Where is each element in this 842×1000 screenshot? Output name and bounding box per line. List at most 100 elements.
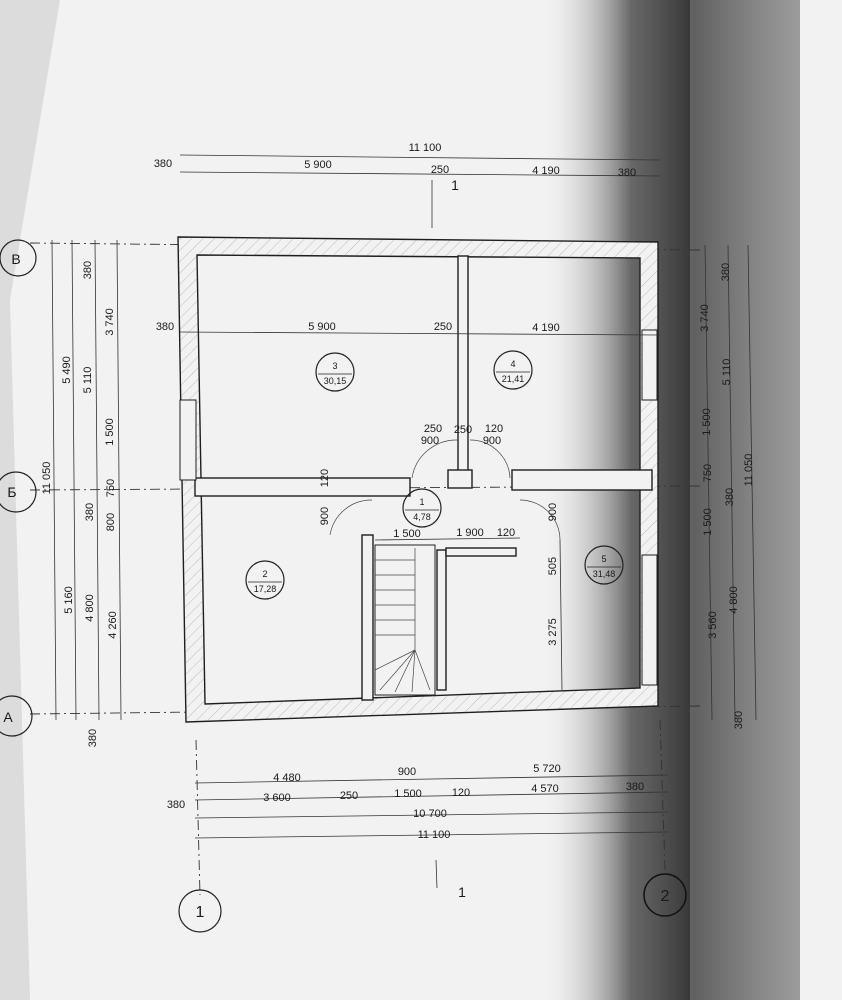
- dim-top-overall: 11 100: [409, 142, 442, 154]
- dim-bottom-right-block: 5 720: [533, 763, 561, 775]
- room-area-3: 30,15: [324, 376, 347, 386]
- dim-right-mid: 1 500: [701, 408, 713, 436]
- top-dimensions: 11 100 380 5 900 250 4 190 380 1: [154, 142, 661, 228]
- dim-bottom-left-wall: 380: [167, 799, 185, 811]
- dim-left-c3-upper: 3 740: [104, 308, 116, 336]
- partition-right: [511, 469, 653, 491]
- axis-bubble-v: В: [0, 239, 37, 277]
- room-area-2: 17,28: [254, 584, 277, 594]
- dim-bottom-stair: 1 500: [394, 788, 422, 800]
- dim-stair-width: 1 500: [393, 528, 421, 540]
- svg-text:A: A: [3, 709, 13, 725]
- dim-left-c2-upper: 5 110: [82, 367, 94, 394]
- toner-band: [690, 0, 800, 1000]
- dim-left-c2-wall-top: 380: [82, 261, 94, 279]
- section-mark-bottom: 1: [458, 884, 466, 900]
- section-mark-top: 1: [451, 177, 459, 193]
- room-tag-3: 3 30,15: [315, 352, 355, 392]
- dim-wall-120: 120: [497, 527, 515, 539]
- room-tag-2: 2 17,28: [245, 560, 285, 600]
- dim-left-c2-wall-bottom: 380: [87, 729, 99, 747]
- dim-door-right: 900: [483, 435, 501, 447]
- window-right: [641, 554, 658, 686]
- dim-bottom-overall: 11 100: [418, 829, 451, 841]
- dim-door-left: 900: [421, 435, 439, 447]
- dim-left-c2-lower: 4 800: [84, 594, 96, 622]
- dim-bottom-partition: 250: [340, 790, 358, 802]
- room-number-1: 1: [419, 497, 424, 507]
- room-number-4: 4: [510, 359, 515, 369]
- dim-partition-mid: 250: [424, 423, 442, 435]
- room-tag-1: 1 4,78: [402, 488, 442, 528]
- dim-left-block-lower: 5 160: [63, 586, 75, 614]
- dim-right-upper: 3 740: [699, 304, 711, 332]
- dim-partition-mid-2: 250: [454, 424, 472, 436]
- dim-bottom-room5: 4 570: [531, 783, 559, 795]
- dim-right-wall-bottom: 380: [733, 711, 745, 729]
- dim-vertical-wall: 120: [319, 469, 331, 487]
- room-tags: 3 30,15 4 21,41 1 4,78 2 17,28 5 31,48: [245, 350, 624, 600]
- room-number-5: 5: [601, 554, 606, 564]
- dim-top-left-wall: 380: [154, 158, 172, 170]
- svg-text:2: 2: [661, 888, 670, 905]
- dim-inner-room3: 5 900: [308, 321, 336, 333]
- dim-top-partition: 250: [431, 164, 449, 176]
- room-number-2: 2: [262, 569, 267, 579]
- dim-door-lower-right: 900: [547, 503, 559, 521]
- dim-bottom-door: 900: [398, 766, 416, 778]
- window-right-upper: [641, 329, 658, 401]
- dim-left-c3-750: 750: [105, 479, 117, 497]
- dim-bottom-room2: 3 600: [263, 792, 291, 804]
- dim-inner-left-wall: 380: [156, 321, 174, 333]
- room-area-4: 21,41: [502, 374, 525, 384]
- staircase: [374, 544, 436, 696]
- dim-left-block-upper: 5 490: [61, 356, 73, 384]
- dim-right-wall-top: 380: [720, 263, 732, 281]
- dim-left-overall: 11 050: [41, 462, 53, 495]
- dim-bottom-inner-total: 10 700: [413, 808, 447, 820]
- dim-partition-small: 120: [485, 423, 503, 435]
- right-dimensions: 380 3 740 5 110 1 500 750 1 500 380 11 0…: [699, 244, 757, 729]
- room-tag-5: 5 31,48: [584, 545, 624, 585]
- dim-right-overall: 11 050: [743, 454, 755, 487]
- walls: [177, 236, 659, 723]
- axis-bubble-a: A: [0, 695, 33, 737]
- dim-right-wall-mid: 380: [724, 488, 736, 506]
- dim-right-block-upper: 5 110: [721, 359, 733, 386]
- dim-right-mid-750: 750: [702, 464, 714, 482]
- axis-bubbles: 1 2 A Б В: [0, 239, 687, 933]
- dim-inner-partition: 250: [434, 321, 452, 333]
- inner-dimensions: 380 5 900 250 4 190 250 250 120 900 900 …: [156, 321, 661, 691]
- doors: [329, 439, 561, 541]
- axis-bubble-1: 1: [178, 889, 222, 933]
- svg-text:В: В: [11, 251, 20, 267]
- room-area-5: 31,48: [593, 569, 616, 579]
- dim-left-c3-mid: 1 500: [104, 418, 116, 446]
- dim-room5-depth-b: 3 275: [547, 618, 559, 646]
- dim-top-room3: 5 900: [304, 159, 332, 171]
- room-area-1: 4,78: [413, 512, 431, 522]
- dim-room5-depth-a: 505: [547, 557, 559, 575]
- dim-inner-room4: 4 190: [532, 322, 560, 334]
- window-left: [179, 399, 197, 481]
- dim-door-lower-left: 900: [319, 507, 331, 525]
- dim-bottom-wall-120: 120: [452, 787, 470, 799]
- svg-text:Б: Б: [7, 484, 16, 500]
- dim-right-block-lower: 4 800: [728, 586, 740, 614]
- dim-right-lower: 3 560: [707, 611, 719, 639]
- dim-bottom-left-block: 4 480: [273, 772, 301, 784]
- dim-left-c2-wall-mid: 380: [84, 503, 96, 521]
- room-number-3: 3: [332, 361, 337, 371]
- dim-left-c3-800: 800: [105, 513, 117, 531]
- dim-right-mid-1500: 1 500: [702, 508, 714, 536]
- dim-bottom-right-wall: 380: [626, 781, 644, 793]
- axis-bubble-2: 2: [643, 873, 687, 917]
- axis-bubble-b: Б: [0, 471, 37, 513]
- dim-corridor: 1 900: [456, 527, 484, 539]
- dim-top-right-wall: 380: [618, 167, 636, 179]
- left-dimensions: 11 050 5 490 5 160 380 5 110 380 4 800 3…: [41, 239, 122, 747]
- dim-left-c3-lower: 4 260: [107, 611, 119, 639]
- bottom-dimensions: 4 480 900 5 720 380 3 600 250 1 500 120 …: [167, 763, 669, 900]
- svg-text:1: 1: [196, 904, 205, 921]
